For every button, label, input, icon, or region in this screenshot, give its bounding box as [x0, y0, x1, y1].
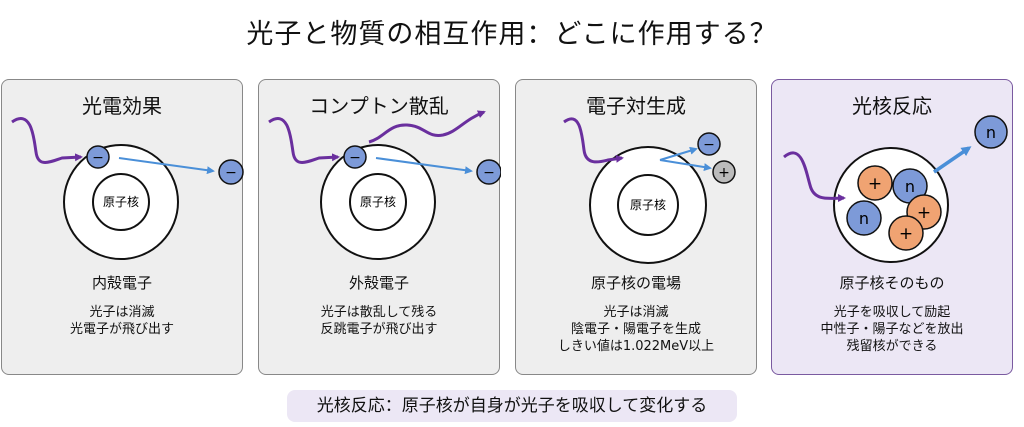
panel-compton: 原子核 − − コンプトン散乱 外殻電子 光子は散乱して残る 反跳電子が飛び出す [258, 79, 501, 375]
electron-sign: − [92, 150, 104, 166]
neutron-label: n [986, 123, 996, 142]
desc-line: 光電子が飛び出す [69, 322, 174, 337]
electron-path [375, 157, 473, 175]
electron-sign: − [349, 150, 361, 166]
neutron-label: n [905, 177, 915, 196]
panel-pair-production: 原子核 − + 電子対生成 原子核の電場 光子は消滅 陰電子・陽電子を生成 しき… [515, 79, 757, 375]
nucleus [92, 173, 150, 231]
desc-line: 光子は消滅 [603, 305, 669, 320]
incident-photon [783, 151, 846, 203]
panel-title: 光核反応 [852, 94, 932, 118]
proton [857, 165, 893, 201]
created-positron [712, 160, 736, 184]
desc-line: 残留核ができる [846, 339, 938, 354]
recoil-electron [476, 159, 501, 185]
positron-path [659, 159, 712, 172]
electron-sign: − [483, 165, 495, 181]
neutron [846, 200, 882, 236]
electron-path [659, 146, 698, 161]
desc-line: 反跳電子が飛び出す [320, 322, 438, 337]
photoelectric-diagram: 原子核 − − [11, 117, 244, 260]
incident-photon [563, 117, 624, 164]
nucleus [349, 173, 407, 231]
created-electron [697, 132, 721, 156]
panel-title: 電子対生成 [586, 94, 686, 118]
panel-title: 光電効果 [82, 94, 162, 118]
panel-region: 原子核の電場 [590, 274, 681, 292]
bound-electron [86, 145, 110, 169]
nucleus-label: 原子核 [630, 198, 666, 212]
pair-production-diagram: 原子核 − + [563, 117, 736, 264]
panel-description: 光子を吸収して励起 中性子・陽子などを放出 残留核ができる [772, 304, 1012, 355]
desc-line: 光子は消滅 [89, 305, 155, 320]
panel-description: 光子は散乱して残る 反跳電子が飛び出す [259, 304, 499, 338]
incident-photon [11, 117, 83, 164]
panel-description: 光子は消滅 陰電子・陽電子を生成 しきい値は1.022MeV以上 [516, 304, 756, 355]
emitted-neutron [974, 115, 1008, 149]
electron-sign: − [225, 165, 237, 181]
panel-title: コンプトン散乱 [309, 94, 449, 118]
desc-line: 光子は散乱して残る [320, 305, 438, 320]
proton-sign: + [899, 224, 913, 244]
page-title: 光子と物質の相互作用：どこに作用する？ [246, 19, 778, 50]
desc-line: 陰電子・陽電子を生成 [570, 322, 701, 337]
desc-line: 光子を吸収して励起 [833, 305, 951, 320]
desc-line: しきい値は1.022MeV以上 [557, 339, 715, 354]
compton-diagram: 原子核 − − [268, 110, 501, 260]
nucleus-label: 原子核 [360, 195, 396, 209]
photonuclear-diagram: + n n + + n [783, 115, 1008, 263]
electron-sign: − [703, 137, 715, 153]
ejected-electron [218, 159, 244, 185]
positron-sign: + [718, 165, 730, 181]
neutron-label: n [859, 209, 869, 228]
desc-line: 中性子・陽子などを放出 [820, 322, 964, 337]
proton-sign: + [868, 174, 882, 194]
panel-photonuclear: + n n + + n 光核反応 原子核そのもの 光子を吸収して励起 中性子・陽… [771, 79, 1013, 375]
bound-electron [343, 145, 367, 169]
panel-region: 原子核そのもの [839, 274, 945, 292]
panel-region: 外殻電子 [348, 274, 409, 292]
proton [888, 215, 924, 251]
panel-photoelectric: 原子核 − − 光電効果 内殻電子 光子は消滅 光電子が飛び出す [1, 79, 244, 375]
footer-note: 光核反応：原子核が自身が光子を吸収して変化する [287, 390, 737, 422]
incident-photon [268, 117, 340, 164]
proton-sign: + [917, 203, 931, 223]
nucleus [617, 174, 679, 236]
electron-path [118, 157, 215, 175]
panel-description: 光子は消滅 光電子が飛び出す [2, 304, 242, 338]
panel-region: 内殻電子 [91, 274, 152, 292]
scattered-photon [368, 110, 486, 144]
nucleus-label: 原子核 [103, 195, 139, 209]
neutron-path [933, 146, 972, 174]
